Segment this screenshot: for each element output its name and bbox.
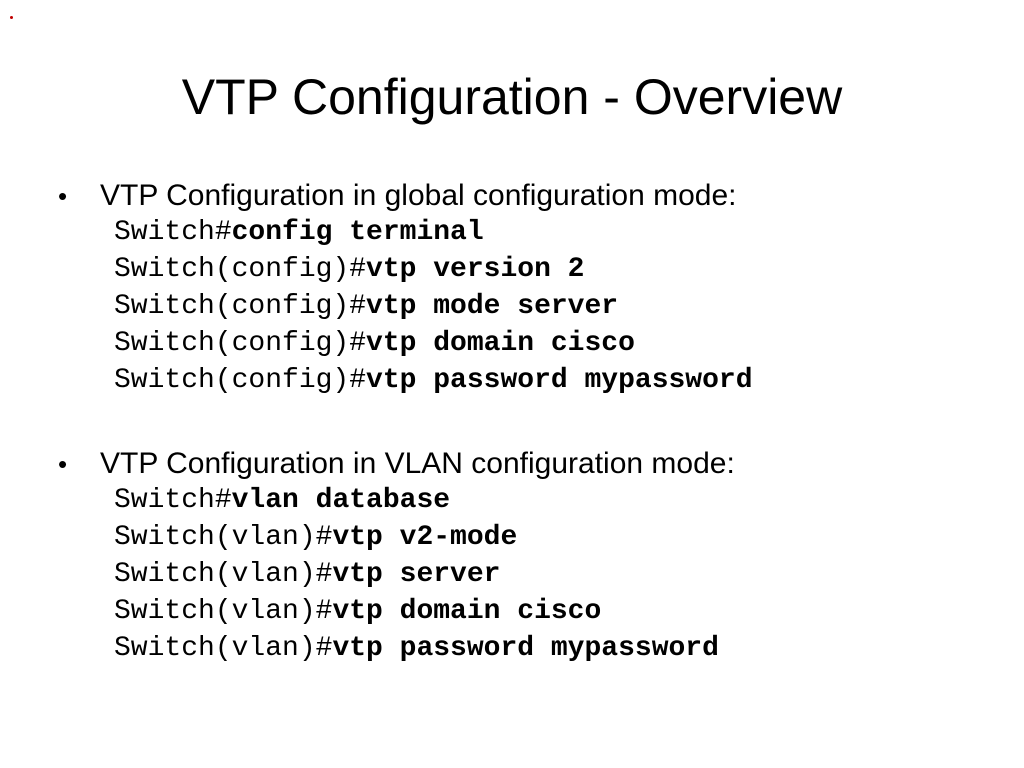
code-line: Switch(vlan)#vtp password mypassword xyxy=(114,630,998,667)
code-line: Switch(config)#vtp mode server xyxy=(114,288,998,325)
cli-prompt: Switch(vlan)# xyxy=(114,522,333,553)
cli-prompt: Switch# xyxy=(114,217,232,248)
bullet-icon: • xyxy=(58,449,68,479)
bullet-item: • VTP Configuration in global configurat… xyxy=(58,178,998,214)
code-line: Switch#config terminal xyxy=(114,214,998,251)
cli-command: vtp domain cisco xyxy=(332,596,602,627)
cli-command: vtp version 2 xyxy=(366,254,585,285)
cli-prompt: Switch(config)# xyxy=(114,291,367,322)
corner-marker xyxy=(10,16,13,19)
section-vlan-config: • VTP Configuration in VLAN configuratio… xyxy=(58,446,998,667)
cli-prompt: Switch(vlan)# xyxy=(114,559,333,590)
cli-prompt: Switch(vlan)# xyxy=(114,596,333,627)
bullet-heading: VTP Configuration in VLAN configuration … xyxy=(100,447,735,480)
code-line: Switch(config)#vtp password mypassword xyxy=(114,362,998,399)
code-line: Switch(vlan)#vtp v2-mode xyxy=(114,519,998,556)
bullet-icon: • xyxy=(58,181,68,211)
cli-prompt: Switch(config)# xyxy=(114,328,367,359)
cli-command: config terminal xyxy=(231,217,484,248)
bullet-heading: VTP Configuration in global configuratio… xyxy=(100,179,737,212)
code-line: Switch(vlan)#vtp domain cisco xyxy=(114,593,998,630)
cli-prompt: Switch# xyxy=(114,485,232,516)
cli-command: vtp password mypassword xyxy=(366,365,753,396)
code-line: Switch(config)#vtp version 2 xyxy=(114,251,998,288)
cli-command: vtp mode server xyxy=(366,291,619,322)
cli-command: vtp v2-mode xyxy=(332,522,518,553)
section-global-config: • VTP Configuration in global configurat… xyxy=(58,178,998,399)
cli-command: vtp password mypassword xyxy=(332,633,719,664)
cli-command: vtp server xyxy=(332,559,501,590)
cli-prompt: Switch(config)# xyxy=(114,365,367,396)
code-block: Switch#vlan database Switch(vlan)#vtp v2… xyxy=(114,482,998,667)
slide-title: VTP Configuration - Overview xyxy=(181,69,843,125)
code-block: Switch#config terminal Switch(config)#vt… xyxy=(114,214,998,399)
code-line: Switch(config)#vtp domain cisco xyxy=(114,325,998,362)
code-line: Switch#vlan database xyxy=(114,482,998,519)
cli-command: vtp domain cisco xyxy=(366,328,635,359)
cli-prompt: Switch(config)# xyxy=(114,254,367,285)
cli-prompt: Switch(vlan)# xyxy=(114,633,333,664)
bullet-item: • VTP Configuration in VLAN configuratio… xyxy=(58,446,998,482)
code-line: Switch(vlan)#vtp server xyxy=(114,556,998,593)
cli-command: vlan database xyxy=(231,485,451,516)
